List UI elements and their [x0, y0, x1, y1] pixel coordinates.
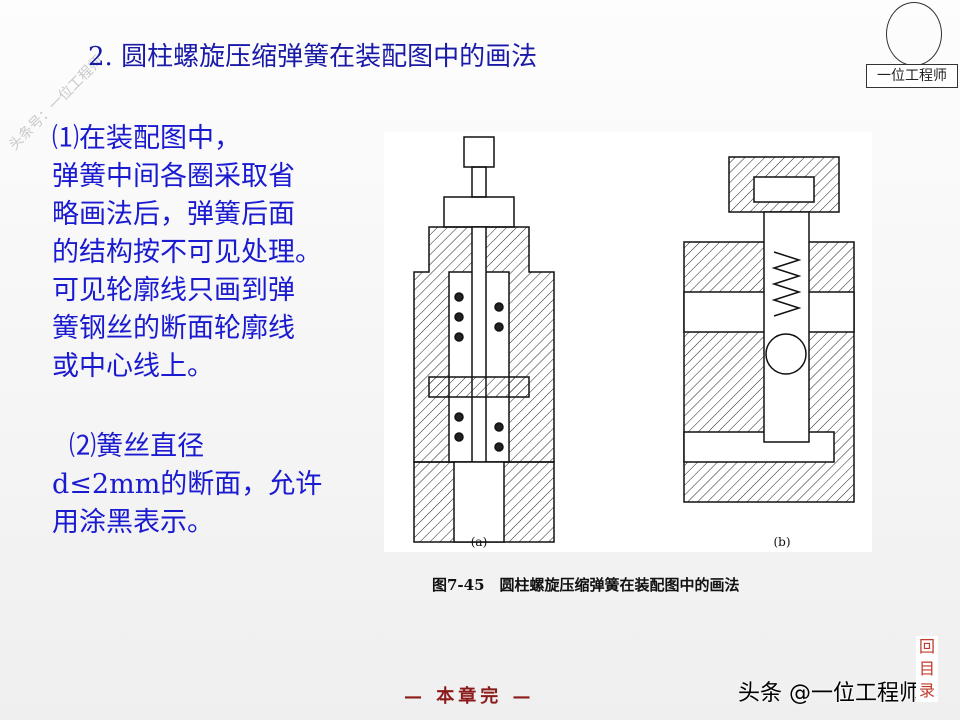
- drawing-b: [683, 156, 855, 503]
- paragraph-2: ⑵簧丝直径 d≤2mm的断面，允许 用涂黑表示。: [52, 431, 323, 538]
- label-a: (a): [471, 535, 488, 549]
- drawing-a: [413, 136, 555, 543]
- page-title: 2. 圆柱螺旋压缩弹簧在装配图中的画法: [88, 42, 538, 72]
- chapter-end: — 本章完 —: [404, 686, 535, 707]
- figure-caption: 图7-45 圆柱螺旋压缩弹簧在装配图中的画法: [432, 576, 740, 594]
- back-to-contents-button[interactable]: 回目录: [916, 636, 938, 702]
- logo-emblem: [886, 2, 942, 66]
- toutiao-watermark: 头条 @一位工程师: [738, 681, 921, 706]
- label-b: (b): [773, 535, 790, 549]
- paragraph-1: ⑴在装配图中， 弹簧中间各圈采取省 略画法后，弹簧后面 的结构按不可见处理。 可…: [52, 123, 322, 382]
- logo-text: 一位工程师: [866, 64, 958, 88]
- logo: 一位工程师: [866, 0, 958, 88]
- figure-spring-assembly: (a) (b): [384, 132, 872, 552]
